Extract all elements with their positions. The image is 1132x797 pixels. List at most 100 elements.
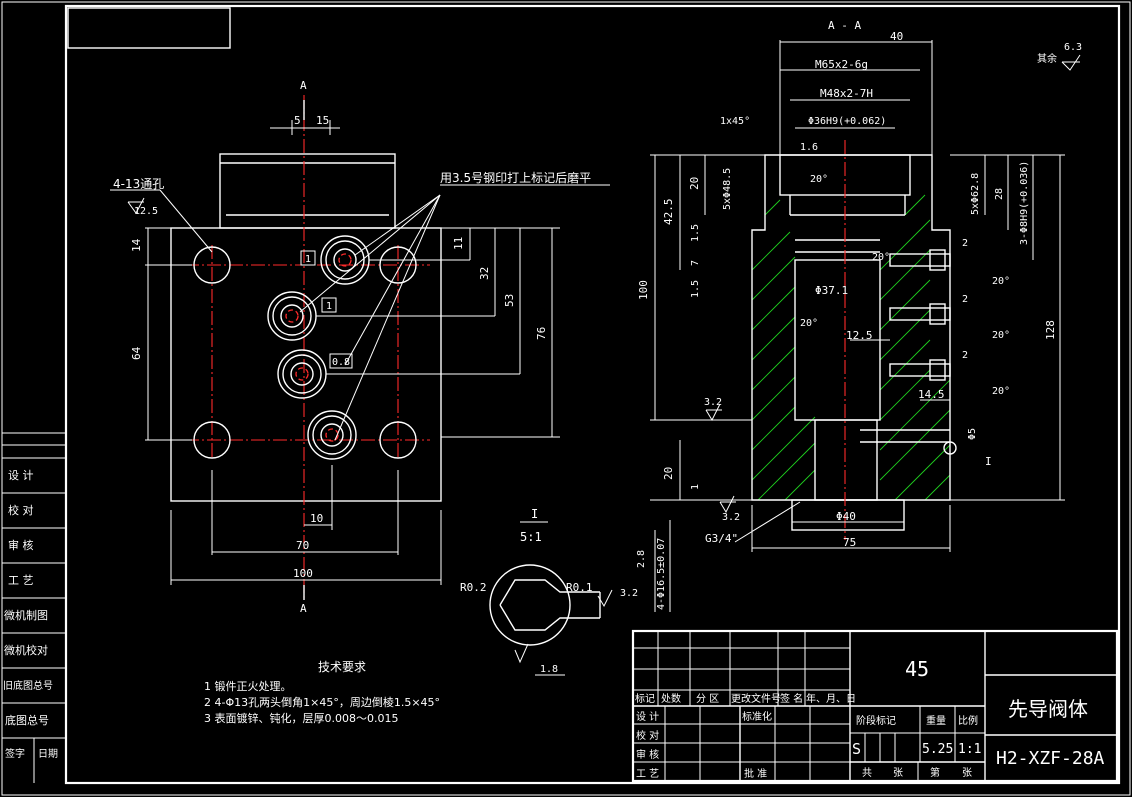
left-col-jiaodui2: 微机校对 [4,643,48,657]
part-name: 先导阀体 [1008,697,1088,721]
left-col-date: 日期 [38,748,58,760]
dim-14: 14 [130,238,143,252]
angle-20d: 20° [992,276,1010,287]
port-2 [267,291,317,341]
detail-r01: R0.1 [566,581,593,594]
left-col-zhitu: 微机制图 [4,608,48,622]
detail-ra32-a: 3.2 [620,588,638,599]
tech-heading: 技术要求 [318,660,366,674]
hatch [751,194,951,501]
tech-item-2: 2 4-Φ13孔两头倒角1×45°，周边倒棱1.5×45° [204,696,440,709]
dim-d36: Φ36H9(+0.062) [808,116,886,127]
row-gongyi: 工 艺 [636,768,659,780]
left-col-shenhe: 审 核 [8,538,34,552]
section-view [650,40,1081,552]
row-sheji: 设 计 [636,710,659,723]
ra-12-5-front: 12.5 [134,206,158,217]
port-4 [307,410,357,460]
drawing-frame [64,4,1121,785]
dim-r2b: 2 [962,294,968,305]
dim-5: 5 [294,114,301,127]
dim-64: 64 [130,346,143,360]
left-col-sign: 签字 [5,747,25,760]
dim-20-bottom: 20 [662,467,675,480]
approve-label: 批 准 [744,767,767,780]
dim-70: 70 [296,539,309,552]
scale-label: 比例 [958,714,978,727]
code-box [67,7,231,49]
hdr-count: 处数 [661,692,681,705]
port-label: G3/4" [705,532,738,545]
dim-32: 32 [478,267,491,280]
dim-10: 10 [310,512,323,525]
left-col-total: 底图总号 [5,713,49,727]
label-A-bottom: A [300,602,307,615]
dim-100-section: 100 [637,280,650,300]
dim-r2c: 2 [962,350,968,361]
dim-d40: Φ40 [836,510,856,523]
mark-0-8: 0.8 [332,357,350,368]
dim-7: 7 [690,260,701,266]
hdr-date: 年、月、日 [806,692,856,705]
mark-1b: 1 [326,301,332,312]
detail-view [489,520,671,676]
dim-chamfer: 1x45° [720,116,750,127]
dim-40-top: 40 [890,30,903,43]
dim-15: 15 [316,114,329,127]
stage-label: 阶段标记 [856,714,896,727]
dim-11: 11 [452,237,465,250]
detail-d407: 4-Φ16.5±0.07 [656,538,667,610]
weight-label: 重量 [926,714,946,727]
sheet-total: 共 [862,767,872,779]
label-A-top: A [300,79,307,92]
dim-m48: M48x2-7H [820,87,873,100]
stamp-note: 用3.5号钢印打上标记后磨平 [440,171,591,185]
dim-1: 1 [690,484,701,490]
tech-item-1: 1 锻件正火处理。 [204,679,292,693]
sheet-total-unit: 张 [893,767,903,779]
left-column: 设 计 校 对 审 核 工 艺 微机制图 微机校对 旧底图总号 底图总号 签字 … [2,432,66,783]
detail-ref-I: I [985,455,992,468]
hole-note: 4-13通孔 [113,177,164,191]
dim-d371: Φ37.1 [815,284,848,297]
left-col-sheji: 设 计 [8,469,34,482]
std-label: 标准化 [742,710,772,723]
angle-20e: 20° [992,330,1010,341]
ra-3-2-a: 3.2 [704,397,722,408]
ra-6-3: 6.3 [1064,42,1082,53]
tech-item-3: 3 表面镀锌、钝化，层厚0.008～0.015 [204,711,398,725]
dim-d5: Φ5 [967,428,978,440]
dim-76: 76 [535,327,548,340]
roughness-rest-label: 其余 [1037,52,1057,65]
left-col-jiaodui: 校 对 [8,503,34,517]
dim-12-5: 12.5 [846,329,873,342]
detail-label: I [531,507,538,521]
left-col-gongyi: 工 艺 [8,574,34,587]
dim-100: 100 [293,567,313,580]
angle-20a: 20° [810,174,828,185]
left-col-old-total: 旧底图总号 [3,679,53,692]
port-3 [277,349,327,399]
row-shenhe: 审 核 [636,748,659,761]
dim-r2a: 2 [962,238,968,249]
detail-w18: 1.8 [540,664,558,675]
hdr-zone: 分 区 [696,693,719,705]
dim-1-5b: 1.5 [690,280,701,298]
hdr-sign: 签 名 [780,692,803,705]
drawing-number: H2-XZF-28A [996,748,1105,769]
hdr-mark: 标记 [635,693,655,705]
dim-5xd628: 5xΦ62.8 [970,173,981,215]
dim-42-5: 42.5 [662,199,675,226]
stage-mark: S [852,740,861,758]
dim-1-5a: 1.5 [690,224,701,242]
dim-53: 53 [503,294,516,307]
detail-d28: 2.8 [636,550,647,568]
detail-scale: 5:1 [520,530,542,544]
dim-3xd8h9: 3-Φ8H9(+0.036) [1019,161,1030,245]
dim-5xd485: 5xΦ48.5 [722,168,733,210]
sheet-no-unit: 张 [962,767,972,779]
section-label: A - A [828,19,861,32]
weight-value: 5.25 [922,742,953,757]
